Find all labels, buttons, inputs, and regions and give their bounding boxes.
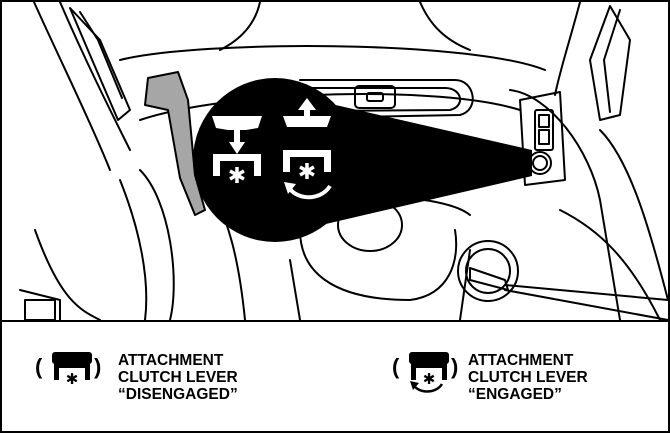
svg-text:✱: ✱	[66, 370, 79, 388]
engaged-open-paren: (	[392, 356, 399, 378]
engaged-label-line3: “ENGAGED”	[468, 386, 588, 403]
disengaged-label: ATTACHMENT CLUTCH LEVER “DISENGAGED”	[118, 352, 238, 403]
disengaged-label-line1: ATTACHMENT	[118, 352, 238, 369]
clutch-engaged-icon: ✱	[409, 352, 449, 392]
svg-text:✱: ✱	[228, 164, 246, 189]
svg-text:✱: ✱	[298, 160, 316, 185]
engaged-label-line2: CLUTCH LEVER	[468, 369, 588, 386]
clutch-disengaged-icon: ✱	[52, 352, 92, 388]
engaged-label-line1: ATTACHMENT	[468, 352, 588, 369]
disengaged-label-line3: “DISENGAGED”	[118, 386, 238, 403]
disengaged-open-paren: (	[35, 356, 42, 378]
svg-text:✱: ✱	[423, 370, 436, 388]
disengaged-label-line2: CLUTCH LEVER	[118, 369, 238, 386]
engaged-label: ATTACHMENT CLUTCH LEVER “ENGAGED”	[468, 352, 588, 403]
engaged-close-paren: )	[451, 356, 458, 378]
disengaged-close-paren: )	[94, 356, 101, 378]
